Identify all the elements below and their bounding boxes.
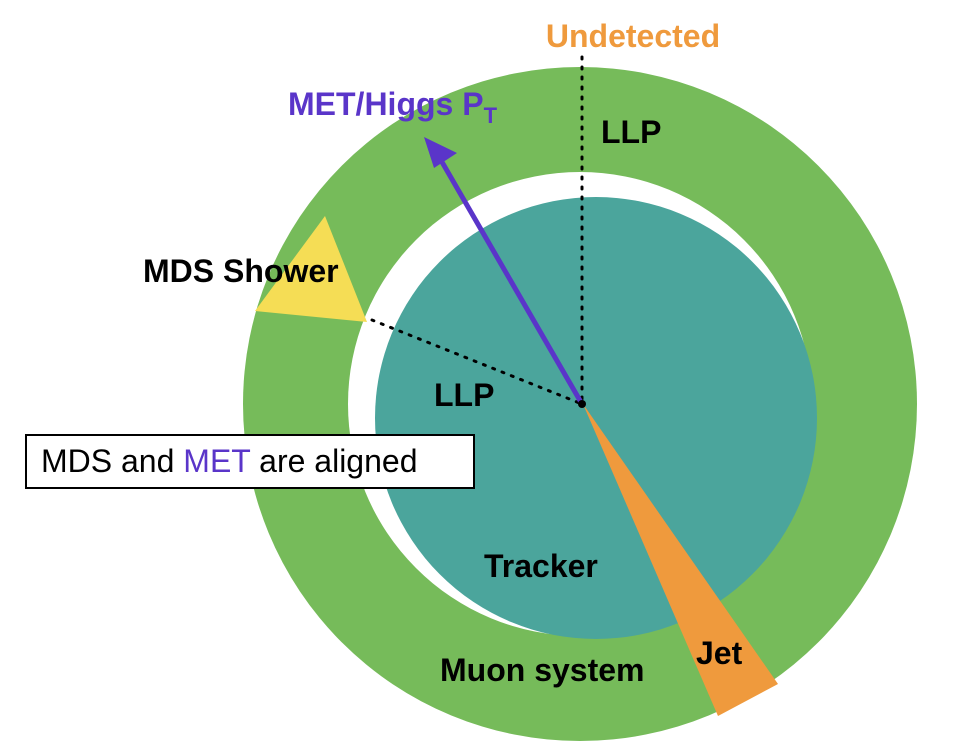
jet-cone-icon <box>583 404 778 716</box>
met-higgs-label: MET/Higgs PT <box>288 86 498 128</box>
met-arrow-shaft <box>439 159 585 407</box>
undetected-label: Undetected <box>546 18 720 54</box>
interaction-vertex <box>578 400 586 408</box>
muon-system-label: Muon system <box>440 652 644 688</box>
llp-inner-label: LLP <box>434 377 494 413</box>
callout-text-part3: are aligned <box>250 443 418 479</box>
tracker-label: Tracker <box>484 548 598 584</box>
tracker-disk <box>375 197 817 639</box>
mds-shower-label: MDS Shower <box>143 253 339 289</box>
met-higgs-label-main: MET/Higgs P <box>288 86 484 122</box>
callout-text-met: MET <box>183 443 251 479</box>
mds-shower-icon <box>255 216 367 322</box>
met-higgs-label-subscript: T <box>484 103 498 128</box>
met-arrow-head-icon <box>424 137 457 168</box>
llp-upper-label: LLP <box>601 114 661 150</box>
callout-text-part1: MDS and <box>41 443 184 479</box>
jet-label: Jet <box>696 635 743 671</box>
mds-llp-path <box>370 318 584 406</box>
alignment-callout: MDS and MET are aligned <box>25 434 475 489</box>
